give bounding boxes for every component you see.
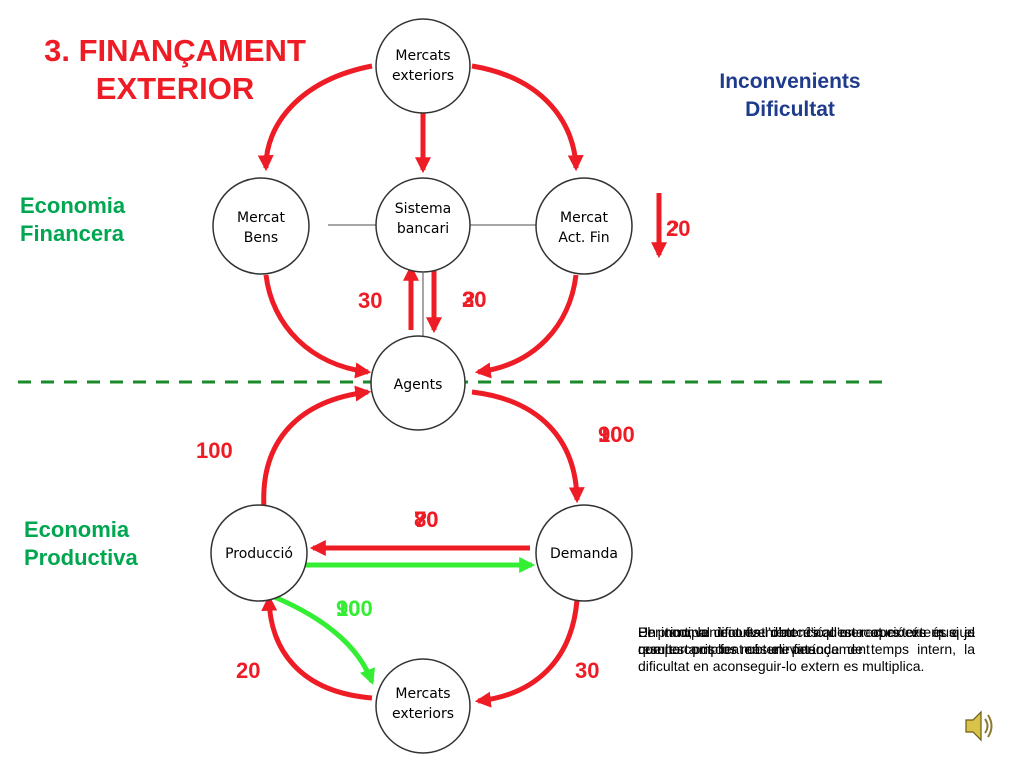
value-demanda-b: 80 xyxy=(414,507,438,532)
note-text-3: El principal inconvenient d’aquesta opci… xyxy=(638,624,975,674)
svg-text:Agents: Agents xyxy=(394,377,443,393)
node-mercats-exteriors-top: Mercats exteriors xyxy=(375,18,471,114)
value-right-top-q: ? xyxy=(666,216,679,241)
value-agents-to-demanda-a: 100 xyxy=(598,422,635,447)
value-bottom-right: 30 xyxy=(575,658,599,683)
value-bank-right-a: 20 xyxy=(462,287,486,312)
arrow-demanda-to-exteriors xyxy=(474,599,580,708)
svg-text:Act. Fin: Act. Fin xyxy=(558,230,609,246)
svg-text:exteriors: exteriors xyxy=(392,706,454,722)
svg-text:Sistema: Sistema xyxy=(395,201,451,217)
svg-text:Mercats: Mercats xyxy=(395,48,450,64)
value-bottom-left: 20 xyxy=(236,658,260,683)
node-demanda: Demanda xyxy=(535,504,633,602)
page-title: 3. FINANÇAMENT EXTERIOR xyxy=(20,32,330,108)
label-economia-productiva: Economia Productiva xyxy=(24,517,138,570)
note-text-1: Un inconvenient és l’obtenció d’un recur… xyxy=(638,624,975,657)
arrow-agents-to-demanda xyxy=(471,389,585,504)
label-economia-financera: Economia Financera xyxy=(20,193,126,246)
value-right-top: 20 xyxy=(666,216,690,241)
svg-text:Demanda: Demanda xyxy=(550,546,618,562)
value-produccio-to-exteriors-b: 90 xyxy=(336,596,360,621)
svg-text:Bens: Bens xyxy=(244,230,278,246)
title-line-2: EXTERIOR xyxy=(95,71,255,106)
label-inconvenients: Inconvenients Dificultat xyxy=(719,70,861,121)
svg-text:Mercats: Mercats xyxy=(395,686,450,702)
node-mercat-bens: Mercat Bens xyxy=(212,177,310,275)
value-bank-left: 30 xyxy=(358,288,382,313)
arrow-produccio-to-agents xyxy=(261,385,372,509)
node-produccio: Producció xyxy=(210,504,308,602)
arrow-produccio-to-exteriors xyxy=(271,593,375,685)
value-agents-to-demanda-b: 90 xyxy=(598,422,622,447)
value-produccio-to-exteriors-a: 100 xyxy=(336,596,373,621)
svg-text:exteriors: exteriors xyxy=(392,68,454,84)
node-mercat-act-fin: Mercat Act. Fin xyxy=(535,177,633,275)
svg-text:Producció: Producció xyxy=(225,546,293,562)
value-bank-right-q: ? xyxy=(462,287,475,312)
speaker-icon[interactable] xyxy=(963,705,995,752)
note-text-2: Per tant, la dificultat d’accés al merca… xyxy=(638,624,975,657)
value-bank-right-b: 30 xyxy=(462,287,486,312)
node-sistema-bancari: Sistema bancari xyxy=(375,177,471,273)
value-demanda-q: ? xyxy=(414,507,427,532)
title-line-1: 3. FINANÇAMENT xyxy=(44,33,306,68)
node-agents: Agents xyxy=(370,335,466,431)
svg-text:Mercat: Mercat xyxy=(560,210,608,226)
svg-text:bancari: bancari xyxy=(397,221,449,237)
value-produccio-to-agents: 100 xyxy=(196,438,233,463)
arrow-bens-to-agents xyxy=(263,274,372,379)
arrow-actfin-to-agents xyxy=(474,274,579,379)
node-mercats-exteriors-bottom: Mercats exteriors xyxy=(375,658,471,754)
arrow-exteriors-to-actfin xyxy=(471,63,584,172)
arrow-exteriors-to-bens xyxy=(257,63,373,172)
svg-text:Mercat: Mercat xyxy=(237,210,285,226)
value-demanda-a: 70 xyxy=(414,507,438,532)
arrow-exteriors-to-produccio xyxy=(261,594,373,701)
